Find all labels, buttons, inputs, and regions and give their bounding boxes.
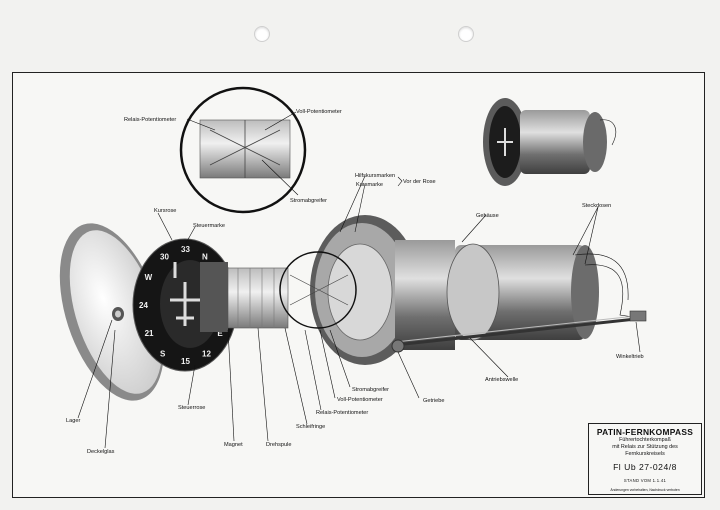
label-kursrose: Kursrose bbox=[154, 208, 176, 214]
label-stromabgreifer-top: Stromabgreifer bbox=[290, 198, 327, 204]
dial-number: 30 bbox=[160, 253, 169, 262]
label-hilfskursmarken: Hilfskursmarken bbox=[355, 173, 395, 179]
coil-assembly bbox=[200, 262, 289, 332]
label-voll-potentiometer: Voll-Potentiometer bbox=[337, 397, 383, 403]
label-magnet: Magnet bbox=[224, 442, 243, 448]
label-gehaeuse: Gehäuse bbox=[476, 213, 499, 219]
label-drehspule: Drehspule bbox=[266, 442, 292, 448]
label-vor-der-rose: Vor der Rose bbox=[403, 179, 436, 185]
dial-number: W bbox=[145, 273, 153, 282]
punch-hole-right bbox=[458, 26, 474, 42]
title-block-stand: STAND VOM 1.1.41 bbox=[623, 478, 667, 483]
label-relais-potentiometer: Relais-Potentiometer bbox=[316, 410, 368, 416]
label-voll-potentiometer-top: Voll-Potentiometer bbox=[296, 109, 342, 115]
label-getriebe: Getriebe bbox=[423, 398, 444, 404]
label-antriebswelle: Antriebswelle bbox=[485, 377, 518, 383]
label-relais-potentiometer-top: Relais-Potentiometer bbox=[124, 117, 176, 123]
label-steuerrose: Steuerrose bbox=[178, 405, 205, 411]
punch-hole-left bbox=[254, 26, 270, 42]
label-kursmarke: Kursmarke bbox=[356, 182, 383, 188]
leader-lines bbox=[77, 111, 641, 449]
dial-number: 21 bbox=[145, 329, 154, 338]
dial-number: E bbox=[217, 329, 223, 338]
title-block-subtitle-1: Führertochterkompaß bbox=[619, 437, 671, 443]
overview-illustration bbox=[483, 98, 616, 186]
dial-number: 24 bbox=[139, 301, 148, 310]
title-block: PATIN-FERNKOMPASS Führertochterkompaß mi… bbox=[588, 423, 702, 495]
dial-number: 12 bbox=[202, 350, 211, 359]
title-block-note: Änderungen vorbehalten, Nachdruck verbot… bbox=[610, 488, 680, 492]
detail-circle-top bbox=[179, 86, 307, 214]
title-block-subtitle-2: mit Relais zur Stützung des bbox=[612, 444, 678, 450]
detail-circle-inner bbox=[279, 251, 357, 329]
title-block-title: PATIN-FERNKOMPASS bbox=[596, 427, 694, 437]
dial-number: S bbox=[160, 350, 166, 359]
dial-number: 33 bbox=[181, 245, 190, 254]
title-block-code: Fl Ub 27-024/8 bbox=[613, 462, 677, 472]
part-labels: Relais-Potentiometer Voll-Potentiometer … bbox=[66, 109, 644, 455]
label-steckdosen: Steckdosen bbox=[582, 203, 611, 209]
housing bbox=[310, 215, 641, 365]
dial-number: 15 bbox=[181, 357, 190, 366]
cover-glass bbox=[59, 223, 165, 401]
label-stromabgreifer: Stromabgreifer bbox=[352, 387, 389, 393]
dial-number: N bbox=[202, 253, 208, 262]
label-lager: Lager bbox=[66, 418, 80, 424]
label-steuermarke: Steuermarke bbox=[193, 223, 225, 229]
title-block-subtitle-3: Fernkurskreisels bbox=[625, 451, 665, 457]
drive-shaft bbox=[391, 310, 647, 353]
label-winkeltrieb: Winkeltrieb bbox=[616, 354, 644, 360]
label-schleifringe: Schleifringe bbox=[296, 424, 325, 430]
label-deckelglas: Deckelglas bbox=[87, 449, 115, 455]
